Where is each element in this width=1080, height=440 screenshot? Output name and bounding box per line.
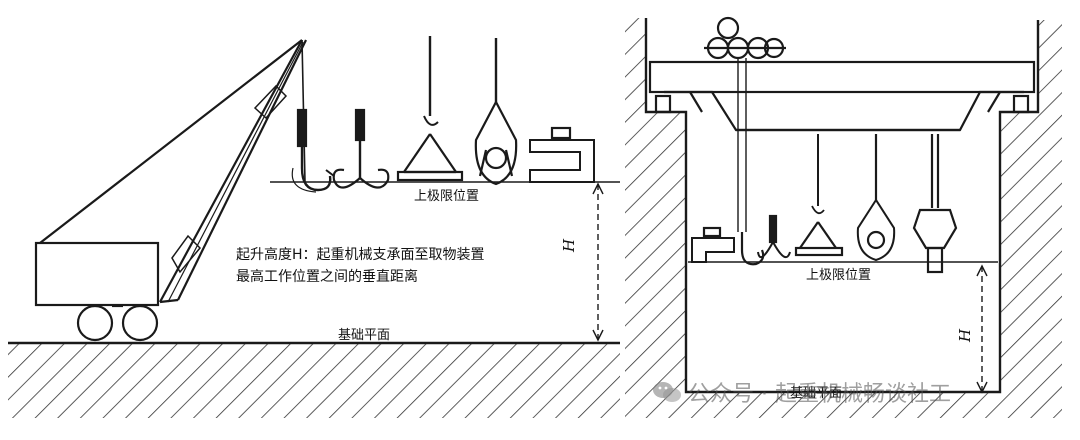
pit-hatch	[625, 18, 1062, 418]
trolley-icon	[704, 16, 786, 60]
crane-boom	[39, 39, 307, 304]
upper-limit-label: 上极限位置	[806, 268, 872, 283]
left-panel	[8, 36, 620, 418]
ground-hatch	[8, 343, 620, 418]
ground-plane-label: 基础平面	[790, 386, 843, 401]
clamshell-grab-icon	[912, 134, 958, 274]
pit-walls	[644, 18, 1040, 394]
hook-icon	[740, 232, 765, 266]
crane-wheel	[76, 304, 114, 342]
crane-wheel	[121, 304, 159, 342]
lifting-beam-icon	[396, 36, 464, 182]
crane-pendant-cable	[39, 39, 303, 244]
height-symbol: H	[560, 238, 578, 252]
c-hook-icon	[529, 126, 595, 183]
grab-bucket-icon	[856, 134, 896, 262]
grab-bucket-icon	[474, 38, 518, 186]
definition-line-2: 最高工作位置之间的垂直距离	[236, 269, 418, 285]
watermark: 公众号 · 起重机械畅谈社工	[652, 376, 951, 408]
double-hook-icon	[757, 214, 791, 259]
wechat-icon	[652, 380, 682, 404]
crane-cab	[34, 241, 160, 307]
ground-plane-label: 基础平面	[338, 328, 391, 343]
c-hook-icon	[691, 226, 735, 263]
right-panel	[625, 16, 1062, 418]
upper-limit-label: 上极限位置	[414, 189, 480, 204]
double-hook-icon	[332, 108, 390, 189]
overhead-crane-bridge	[648, 60, 1036, 132]
definition-line-1: 起升高度H：起重机械支承面至取物装置	[236, 247, 485, 263]
lifting-beam-icon	[794, 134, 844, 257]
hook-icon	[291, 108, 335, 193]
height-symbol: H	[956, 328, 974, 342]
watermark-text: 公众号 · 起重机械畅谈社工	[688, 382, 951, 407]
